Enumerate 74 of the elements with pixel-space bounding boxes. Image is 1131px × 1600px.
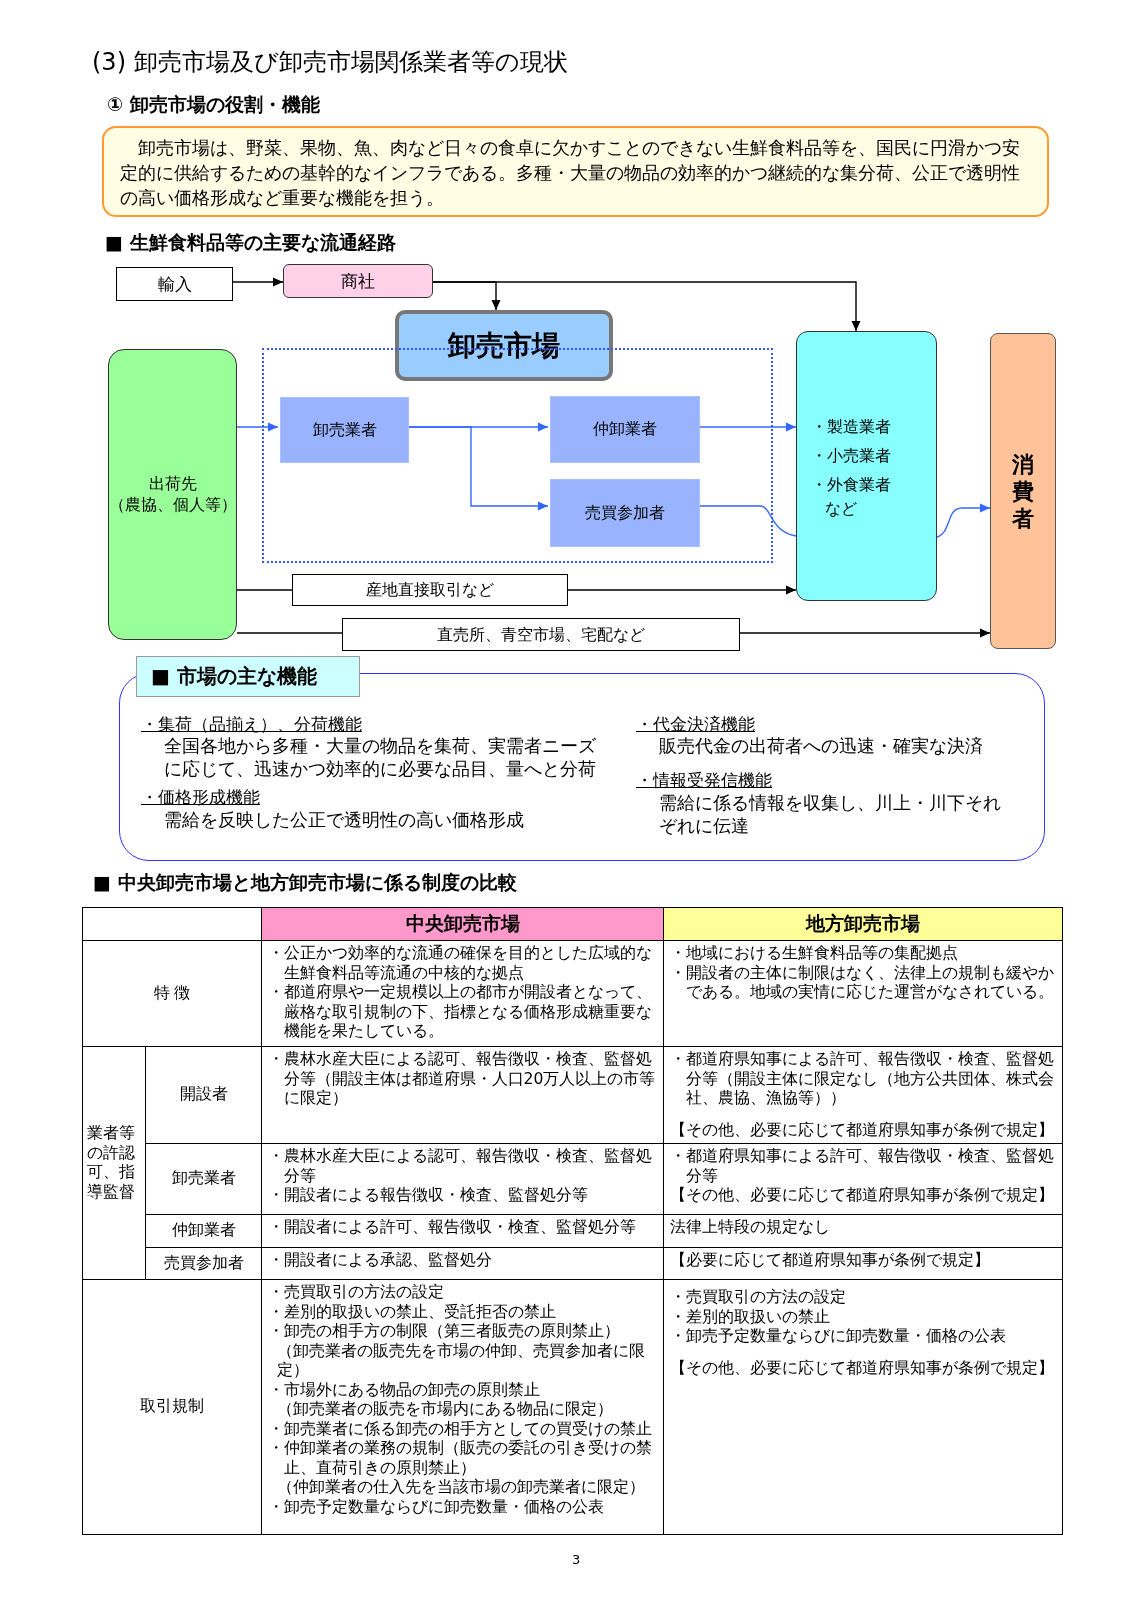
panel-heading: ■ 市場の主な機能 — [136, 656, 360, 697]
actor-box — [990, 333, 1056, 649]
cell-text: （仲卸業者の仕入先を当該市場の卸売業者に限定） — [276, 1478, 647, 1498]
cell-text: ・公正かつ効率的な流通の確保を目的とした広域的な生鮮食料品等流通の中核的な拠点 — [268, 944, 653, 983]
cell-text: ・差別的取扱いの禁止、受託拒否の禁止 — [268, 1302, 557, 1322]
cell-text: ・市場外にある物品の卸売の原則禁止 — [268, 1380, 541, 1400]
cell-text: ・卸売業者に係る卸売の相手方としての買受けの禁止 — [268, 1419, 653, 1439]
cell-text: ・農林水産大臣による認可、報告徴収・検査、監督処分等 — [268, 1147, 653, 1186]
arrow — [936, 503, 991, 538]
process-box: 商社 — [283, 264, 433, 298]
node-text: （農協、個人等） — [108, 494, 237, 516]
header-cell: 地方卸売市場 — [663, 907, 1063, 941]
text-box: 卸売市場は、野菜、果物、魚、肉など日々の食卓に欠かすことのできない生鮮食料品等を、国民に円滑かつ安定的に供給するための基幹的なインフラである。多種・大量の物品の効率的かつ継続的な集分荷、公正で透明性の高い価格形成など重要な機能を担う。 — [102, 126, 1049, 217]
cell-text: ・卸売予定数量ならびに卸売数量・価格の公表 — [268, 1497, 605, 1517]
cell-text: ・農林水産大臣による認可、報告徴収・検査、監督処分等（開設主体は都道府県・人口20万人以上の市等に限定） — [268, 1050, 657, 1109]
item-heading: ・集荷（品揃え）、分荷機能 — [141, 713, 362, 735]
cell-text: ・開設者の主体に制限はなく、法律上の規制も緩やかである。地域の実情に応じた運営がなされている。 — [670, 963, 1055, 1003]
row-header: 開設者 — [178, 1085, 229, 1105]
arrow — [432, 281, 861, 332]
actor-box — [796, 331, 937, 601]
item-text: 需給に係る情報を収集し、川上・川下それぞれに伝達 — [659, 792, 1002, 838]
cell-text: ・差別的取扱いの禁止 — [670, 1307, 831, 1327]
row-header: 取引規制 — [139, 1397, 205, 1417]
node-text: ・製造業者 — [811, 416, 891, 438]
section-heading: ■ 中央卸売市場と地方卸売市場に係る制度の比較 — [93, 870, 517, 895]
item-heading: ・代金決済機能 — [636, 713, 755, 735]
cell-text: 【その他、必要に応じて都道府県知事が条例で規定】 — [670, 1358, 1055, 1378]
cell-text: ・都道府県知事による許可、報告徴収・検査、監督処分等（開設主体に限定なし（地方公共団体、株式会社、農協、漁協等）） — [670, 1050, 1055, 1109]
item-text: 販売代金の出荷者への迅速・確実な決済 — [659, 735, 984, 758]
actor-box — [108, 349, 237, 640]
item-text: 需給を反映した公正で透明性の高い価格形成 — [164, 809, 525, 832]
cell-text: ・地域における生鮮食料品等の集配拠点 — [670, 944, 959, 964]
process-box: 仲卸業者 — [550, 396, 700, 463]
cell-text: ・卸売の相手方の制限（第三者販売の原則禁止） — [268, 1322, 621, 1342]
process-box: 卸売業者 — [280, 397, 409, 463]
row-header: 業者等の許認可、指導監督 — [87, 1124, 136, 1202]
item-heading: ・情報受発信機能 — [636, 769, 772, 791]
cell-text: 【必要に応じて都道府県知事が条例で規定】 — [670, 1251, 991, 1271]
cell-text: ・都道府県知事による許可、報告徴収・検査、監督処分等 — [670, 1147, 1055, 1186]
page-number: 3 — [572, 1552, 581, 1567]
edge-label: 産地直接取引など — [292, 574, 568, 606]
cell-text: ・都道府県や一定規模以上の都市が開設者となって、厳格な取引規制の下、指標となる価格形成糖重要な機能を果たしている。 — [268, 983, 653, 1042]
row-header: 売買参加者 — [162, 1253, 245, 1274]
node-text: 消費者 — [1011, 450, 1035, 532]
node-text: 出荷先 — [148, 473, 197, 495]
row-header: 特 徴 — [152, 983, 192, 1004]
cell-text: （卸売業者の販売を市場内にある物品に限定） — [276, 1400, 615, 1420]
row-header: 仲卸業者 — [170, 1221, 237, 1241]
subheading: ① 卸売市場の役割・機能 — [107, 92, 320, 117]
item-text: 全国各地から多種・大量の物品を集荷、実需者ニーズに応じて、迅速かつ効率的に必要な品目、量へと分荷 — [164, 735, 597, 781]
edge-label: 直売所、青空市場、宅配など — [342, 618, 740, 651]
arrow — [232, 277, 284, 287]
cell-text: ・開設者による承認、監督処分 — [268, 1251, 493, 1271]
item-heading: ・価格形成機能 — [141, 786, 260, 808]
cell-text: ・仲卸業者の業務の規制（販売の委託の引き受けの禁止、直荷引きの原則禁止） — [268, 1439, 653, 1478]
page-title: (3) 卸売市場及び卸売市場関係業者等の現状 — [92, 47, 568, 78]
node-text: など — [824, 499, 857, 520]
arrow — [236, 422, 279, 432]
process-box: 売買参加者 — [550, 479, 700, 547]
section-heading: ■ 生鮮食料品等の主要な流通経路 — [105, 230, 396, 255]
cell-text: 【その他、必要に応じて都道府県知事が条例で規定】 — [670, 1120, 1055, 1140]
row-header: 卸売業者 — [170, 1169, 237, 1189]
cell-text: ・卸売予定数量ならびに卸売数量・価格の公表 — [670, 1327, 1007, 1347]
cell-text: 法律上特段の規定なし — [670, 1218, 831, 1238]
process-box: 輸入 — [116, 267, 233, 301]
cell-text: ・売買取引の方法の設定 — [670, 1288, 847, 1308]
cell-text: ・開設者による報告徴収・検査、監督処分等 — [268, 1186, 589, 1206]
node-text: ・小売業者 — [811, 445, 891, 467]
cell-text: 【その他、必要に応じて都道府県知事が条例で規定】 — [670, 1186, 1055, 1206]
cell-text: ・開設者による許可、報告徴収・検査、監督処分等 — [268, 1218, 637, 1238]
node-text: ・外食業者 — [811, 474, 891, 496]
cell-text: ・売買取引の方法の設定 — [268, 1283, 445, 1303]
header-cell: 中央卸売市場 — [261, 907, 664, 941]
cell-text: （卸売業者の販売先を市場の仲卸、売買参加者に限定） — [276, 1341, 647, 1381]
